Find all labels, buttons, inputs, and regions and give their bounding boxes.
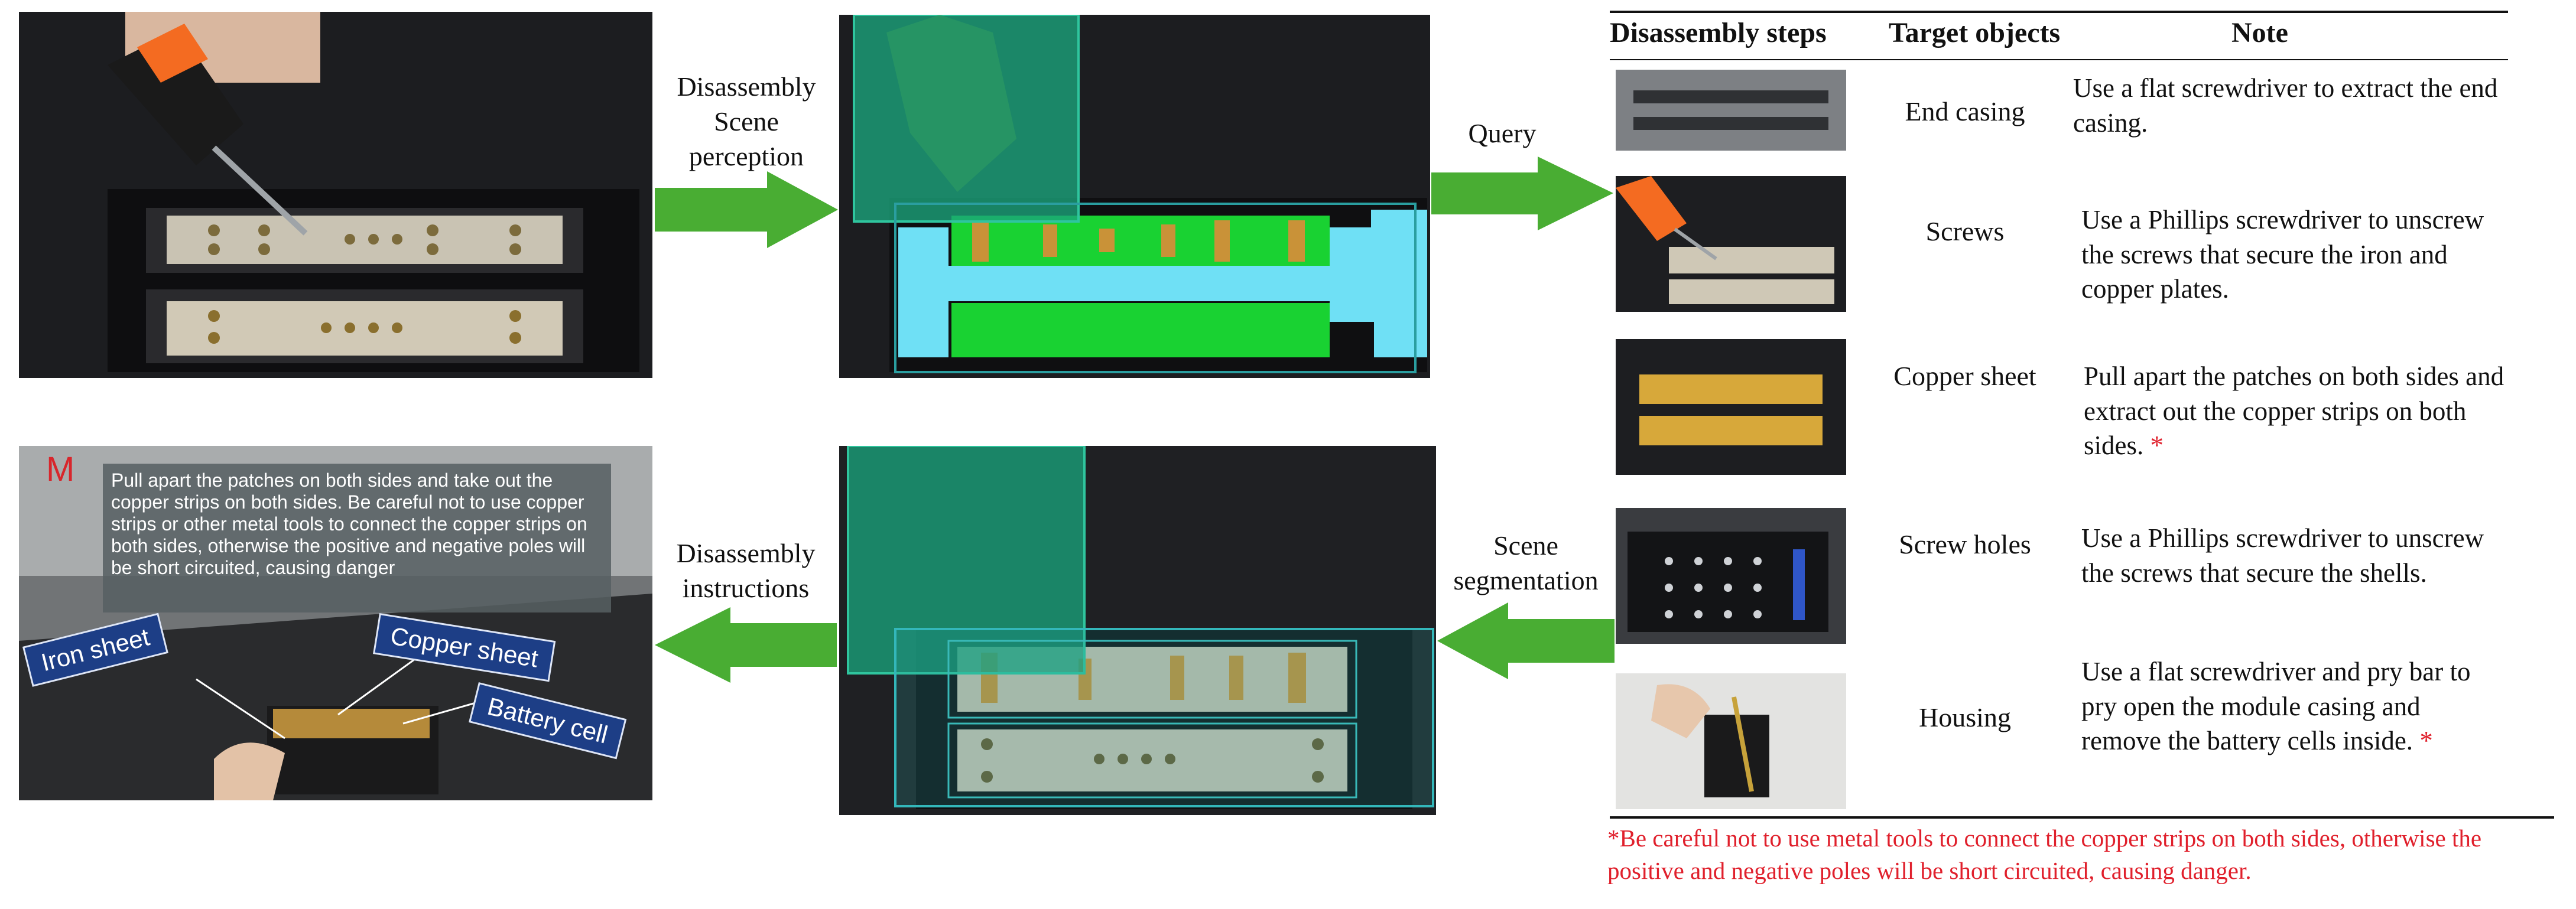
photo-raw-scene <box>19 12 652 378</box>
table-bottom-rule <box>1610 816 2554 819</box>
table-header-rule <box>1610 59 2508 60</box>
arrow-label-perception: Disassembly Scene perception <box>677 71 816 171</box>
note-screws: Use a Phillips screwdriver to unscrew th… <box>2081 203 2495 307</box>
table-top-rule <box>1610 11 2508 13</box>
header-note: Note <box>2231 17 2288 48</box>
arrow-left-instructions <box>655 607 837 683</box>
arrow-right-perception <box>655 171 838 248</box>
target-screw-holes: Screw holes <box>1899 529 2031 559</box>
target-screws: Screws <box>1925 216 2005 246</box>
arrow-right-query <box>1431 157 1613 230</box>
warning-star: * <box>2150 431 2164 460</box>
note-copper-sheet: Pull apart the patches on both sides and… <box>2084 359 2509 463</box>
thumb-end-casing <box>1616 70 1846 151</box>
header-disassembly-steps: Disassembly steps <box>1610 17 1827 48</box>
segmentation-illustration <box>839 446 1436 815</box>
note-end-casing: Use a flat screwdriver to extract the en… <box>2073 71 2504 140</box>
arrow-label-instructions: Disassembly instructions <box>676 538 816 603</box>
target-end-casing: End casing <box>1905 96 2025 126</box>
thumb-housing <box>1616 673 1846 809</box>
thumb-copper-sheet <box>1616 339 1846 475</box>
warning-star: * <box>2419 726 2433 755</box>
target-copper-sheet: Copper sheet <box>1893 361 2036 391</box>
header-target-objects: Target objects <box>1889 17 2061 48</box>
note-text: Use a flat screwdriver to extract the en… <box>2073 73 2498 138</box>
note-housing: Use a flat screwdriver and pry bar to pr… <box>2081 654 2495 758</box>
note-screw-holes: Use a Phillips screwdriver to unscrew th… <box>2081 521 2495 590</box>
note-text: Use a flat screwdriver and pry bar to pr… <box>2081 657 2471 755</box>
target-housing: Housing <box>1919 702 2011 732</box>
note-text: Pull apart the patches on both sides and… <box>2084 361 2504 460</box>
arrow-label-query: Query <box>1468 118 1536 148</box>
photo-scene-perception <box>839 15 1430 378</box>
photo-ar-instructions: M Pull apart the patches on both sides a… <box>19 446 652 800</box>
note-text: Use a Phillips screwdriver to unscrew th… <box>2081 205 2484 304</box>
perception-mask-illustration <box>839 15 1430 378</box>
hud-instruction-panel: Pull apart the patches on both sides and… <box>103 464 611 612</box>
photo-scene-segmentation <box>839 446 1436 815</box>
thumb-screws <box>1616 176 1846 312</box>
footnote-warning: *Be careful not to use metal tools to co… <box>1607 825 2482 884</box>
arrow-label-segmentation: Scene segmentation <box>1453 530 1599 595</box>
hud-letter: M <box>46 450 75 488</box>
note-text: Use a Phillips screwdriver to unscrew th… <box>2081 523 2484 588</box>
thumb-screw-holes <box>1616 508 1846 644</box>
raw-scene-illustration <box>19 12 652 378</box>
arrow-left-segmentation <box>1437 602 1615 679</box>
